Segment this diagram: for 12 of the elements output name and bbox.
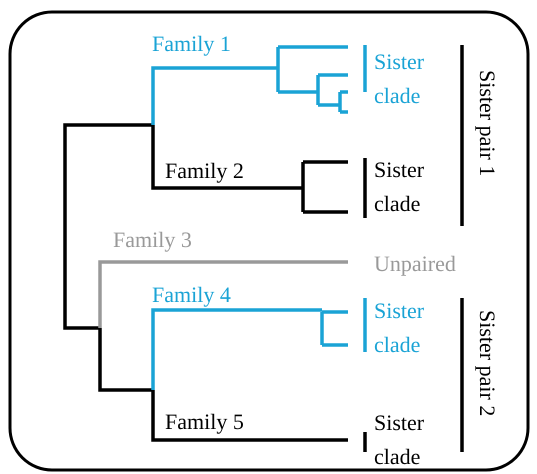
branch-label: Family 5 [165,408,244,436]
group-label: Sister pair 1 [474,70,501,176]
branch-label: Unpaired [374,250,456,278]
branch-label: Family 2 [165,157,244,185]
clade-label: Sister clade [374,48,426,110]
branch-label: Family 1 [152,30,231,58]
branch-label: Family 4 [152,281,231,309]
group-label: Sister pair 2 [474,310,501,416]
branch-label: Family 3 [113,226,192,254]
clade-label: Sister clade [374,297,426,359]
clade-label: Sister clade [374,156,426,218]
clade-label: Sister clade [374,409,426,471]
